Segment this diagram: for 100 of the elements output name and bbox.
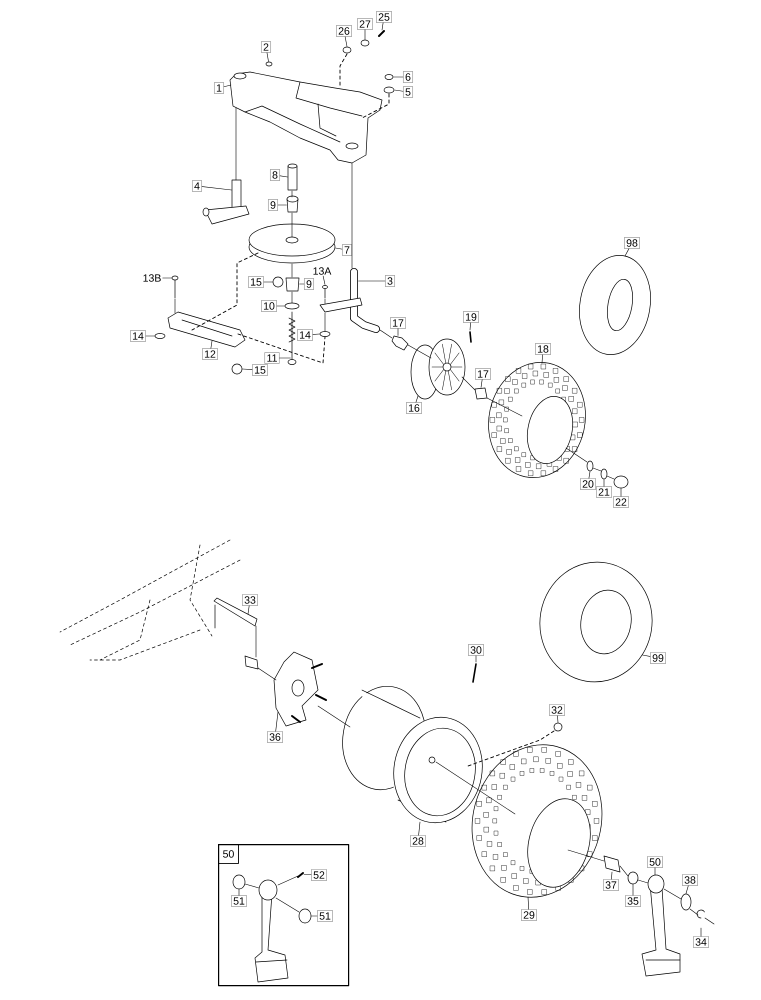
callout-number: 25 [376,11,392,23]
leader-line [202,186,232,190]
callout-number: 34 [693,936,709,948]
center-line [664,888,682,900]
callout-number: 14 [130,330,146,342]
leader-line [557,716,558,723]
key-drawing [214,598,258,628]
bolt-drawing [172,276,178,298]
crank-drawing [642,874,680,976]
washer-drawing [680,894,692,910]
callout-number: 28 [410,835,426,847]
washer-drawing [384,86,394,94]
leader-line [248,606,250,614]
leader-line [238,889,240,896]
bolt-drawing [288,312,296,365]
tube-drawing [288,164,298,190]
leader-line [358,280,386,282]
callout-number: 8 [270,169,280,181]
callout-number: 7 [342,244,352,256]
callout-number: 13B [142,273,162,283]
callout-number: 18 [535,343,551,355]
callout-number: 52 [311,869,327,881]
leader-line [700,928,702,936]
callout-number: 51 [317,910,333,922]
leader-line [224,84,232,88]
leader-line [632,884,634,896]
leader-line [382,22,384,30]
callout-number: 99 [650,652,666,664]
nut-drawing [232,364,242,374]
callout-number: 35 [625,895,641,907]
leader-line [470,322,471,330]
callout-number: 13A [312,266,332,276]
callout-number: 17 [475,368,491,380]
nut-drawing [272,276,284,288]
leader-line [335,248,342,250]
alignment-line [468,730,554,766]
o-ring-drawing [384,74,394,80]
leader-line [344,36,348,47]
washer-drawing [628,872,638,884]
bushing-drawing [286,196,298,212]
center-line [380,330,392,338]
callout-number: 16 [406,402,422,414]
clip-drawing [696,910,714,924]
callout-number: 15 [252,364,268,376]
leader-line [280,176,288,178]
center-line [462,376,476,390]
leader-line [393,76,404,78]
pulley-drawing [248,224,336,264]
callout-number: 98 [624,237,640,249]
center-line [690,908,698,916]
screw-drawing [297,872,304,878]
callout-number: 12 [202,348,218,360]
bushing-drawing [286,278,300,292]
callout-number: 4 [192,180,202,192]
leader-line [642,654,650,657]
center-line [408,344,432,358]
bolt-drawing [322,285,328,298]
hub-drawing [274,652,327,726]
leader-line [322,276,326,285]
leader-line [364,29,366,40]
o-ring-drawing [360,40,370,46]
tire-drawing [488,362,586,478]
callout-number: 17 [390,317,406,329]
center-line [258,668,276,680]
callout-number: 6 [402,71,414,83]
link-drawing [168,312,246,348]
leader-line [611,872,612,880]
callout-number: 1 [214,82,224,94]
leader-line [686,886,689,894]
leader-line [588,471,590,478]
rim-drawing [342,686,483,824]
callout-number: 20 [580,478,596,490]
center-line [324,298,326,304]
center-line [638,880,648,884]
center-line [566,448,588,462]
center-line [486,398,522,416]
screw-drawing [266,62,272,66]
callout-number: 9 [268,199,278,211]
pin-drawing [202,180,250,224]
callout-number: 9 [304,278,314,290]
leader-line [304,874,312,876]
rim-drawing [410,338,466,400]
callout-number: 37 [603,879,619,891]
washer-drawing [284,302,300,310]
callout-number: 19 [463,311,479,323]
callout-number: 5 [402,86,414,98]
leader-line [242,368,252,370]
valve-drawing [469,331,472,343]
washer-drawing [342,46,352,54]
axle-drawing [244,656,258,670]
callout-number: 29 [521,909,537,921]
callout-number: 2 [260,41,272,53]
callout-number: 14 [297,329,313,341]
valve-drawing [472,663,477,683]
callout-number: 21 [596,486,612,498]
alignment-line [192,252,258,330]
callout-number: 50 [647,856,663,868]
callout-number: 3 [384,275,396,287]
alignment-line [362,94,390,118]
bracket-drawing [320,298,362,312]
